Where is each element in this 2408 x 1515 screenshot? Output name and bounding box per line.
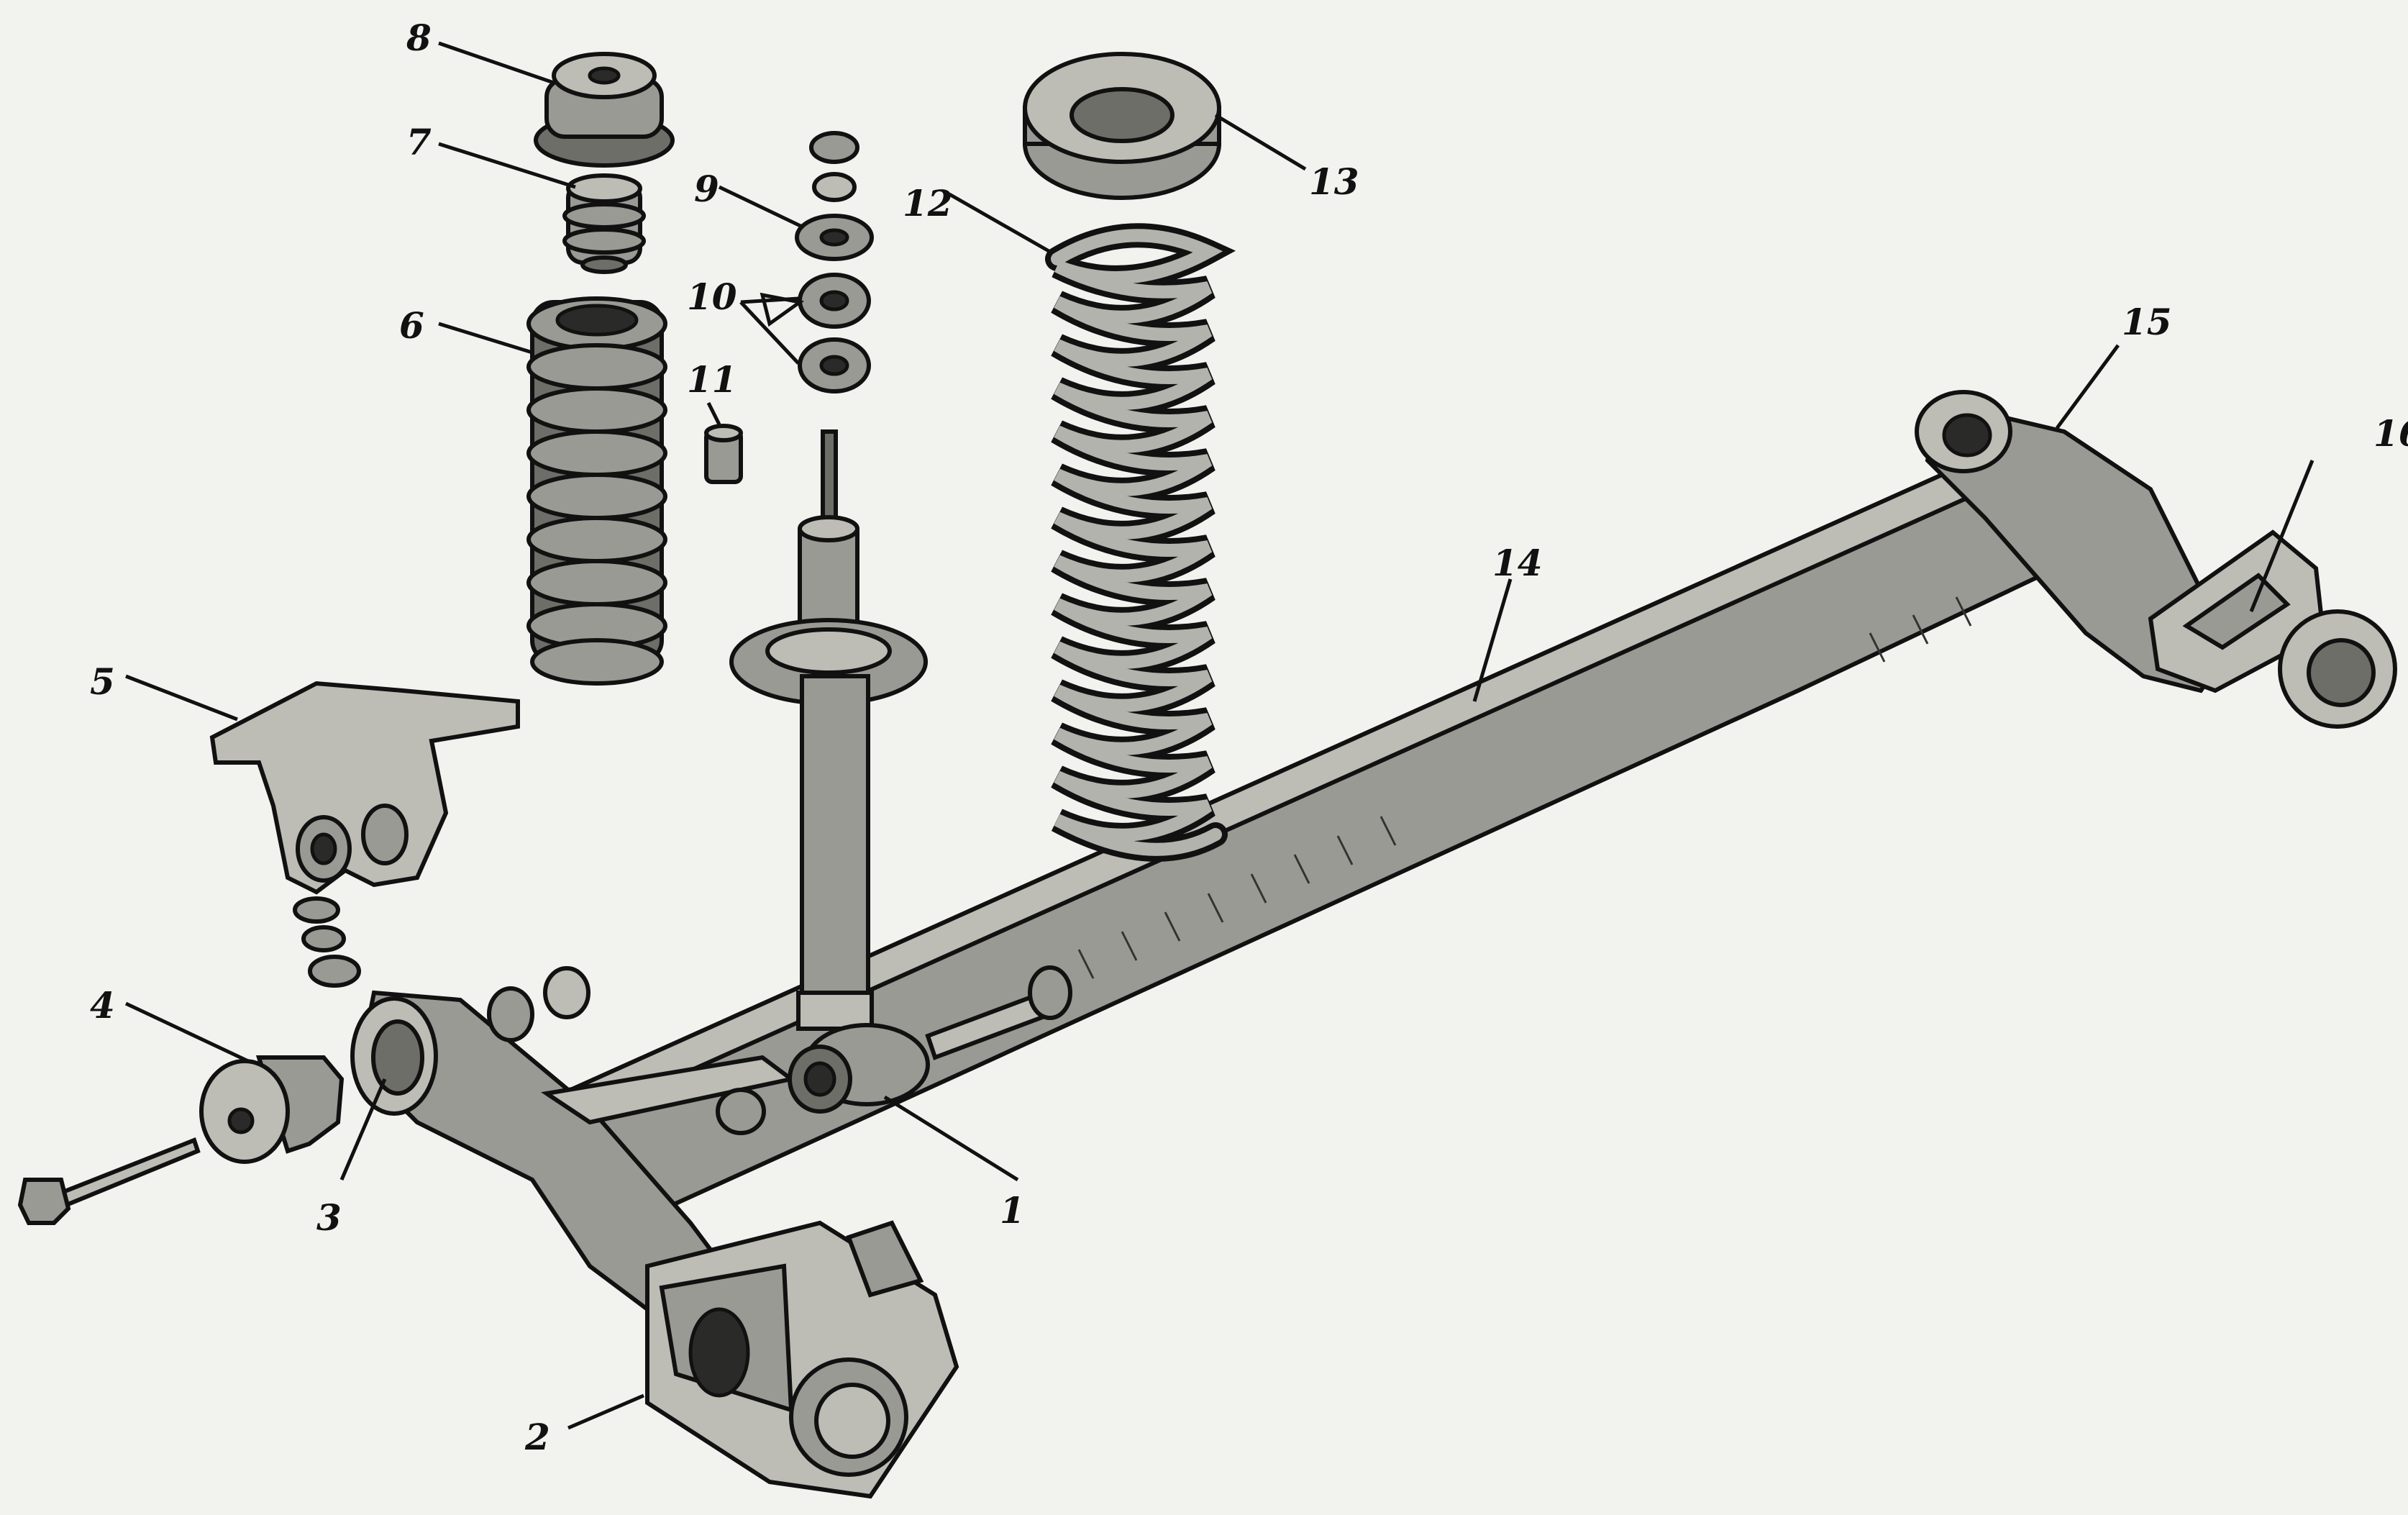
compression-buffer xyxy=(562,173,646,274)
callout-15: 15 xyxy=(2122,301,2172,343)
leader-lines xyxy=(124,41,2314,1430)
protective-bellows xyxy=(526,296,667,686)
callout-7: 7 xyxy=(406,121,432,163)
nut-and-washers-stack xyxy=(795,131,874,393)
callout-labels: 1 2 3 4 5 6 7 8 9 10 11 12 13 14 15 16 xyxy=(90,17,2408,1458)
callout-2: 2 xyxy=(524,1416,550,1458)
upper-bracket xyxy=(209,681,520,895)
callout-3: 3 xyxy=(316,1196,342,1239)
cross-beam xyxy=(542,472,2074,1226)
spring-insulator xyxy=(1023,52,1221,200)
left-mounting-bracket xyxy=(645,1220,959,1499)
callout-9: 9 xyxy=(694,168,719,210)
shock-absorber xyxy=(729,429,930,1114)
beam-hatching xyxy=(1077,596,1972,979)
callout-12: 12 xyxy=(903,182,953,224)
spacer-sleeve xyxy=(704,424,743,484)
callout-6: 6 xyxy=(399,304,424,347)
callout-14: 14 xyxy=(1492,542,1543,584)
callout-16: 16 xyxy=(2373,412,2408,455)
rubber-metal-bushing xyxy=(199,1055,345,1164)
mounting-bolt xyxy=(17,1137,201,1225)
callout-8: 8 xyxy=(406,17,432,59)
callout-4: 4 xyxy=(90,984,115,1027)
bellows-ribs xyxy=(526,296,667,686)
callout-5: 5 xyxy=(90,660,115,703)
coil-spring xyxy=(1045,223,1236,862)
upper-cushion xyxy=(534,52,675,168)
callout-13: 13 xyxy=(1309,160,1359,203)
right-mounting-bracket xyxy=(2148,529,2397,729)
callout-11: 11 xyxy=(687,358,737,401)
callout-1: 1 xyxy=(1000,1189,1025,1232)
arm-nut-washer xyxy=(487,966,590,1042)
bracket-washers xyxy=(293,896,361,988)
callout-10: 10 xyxy=(687,276,737,318)
shock-mount-bolt xyxy=(716,965,1072,1135)
